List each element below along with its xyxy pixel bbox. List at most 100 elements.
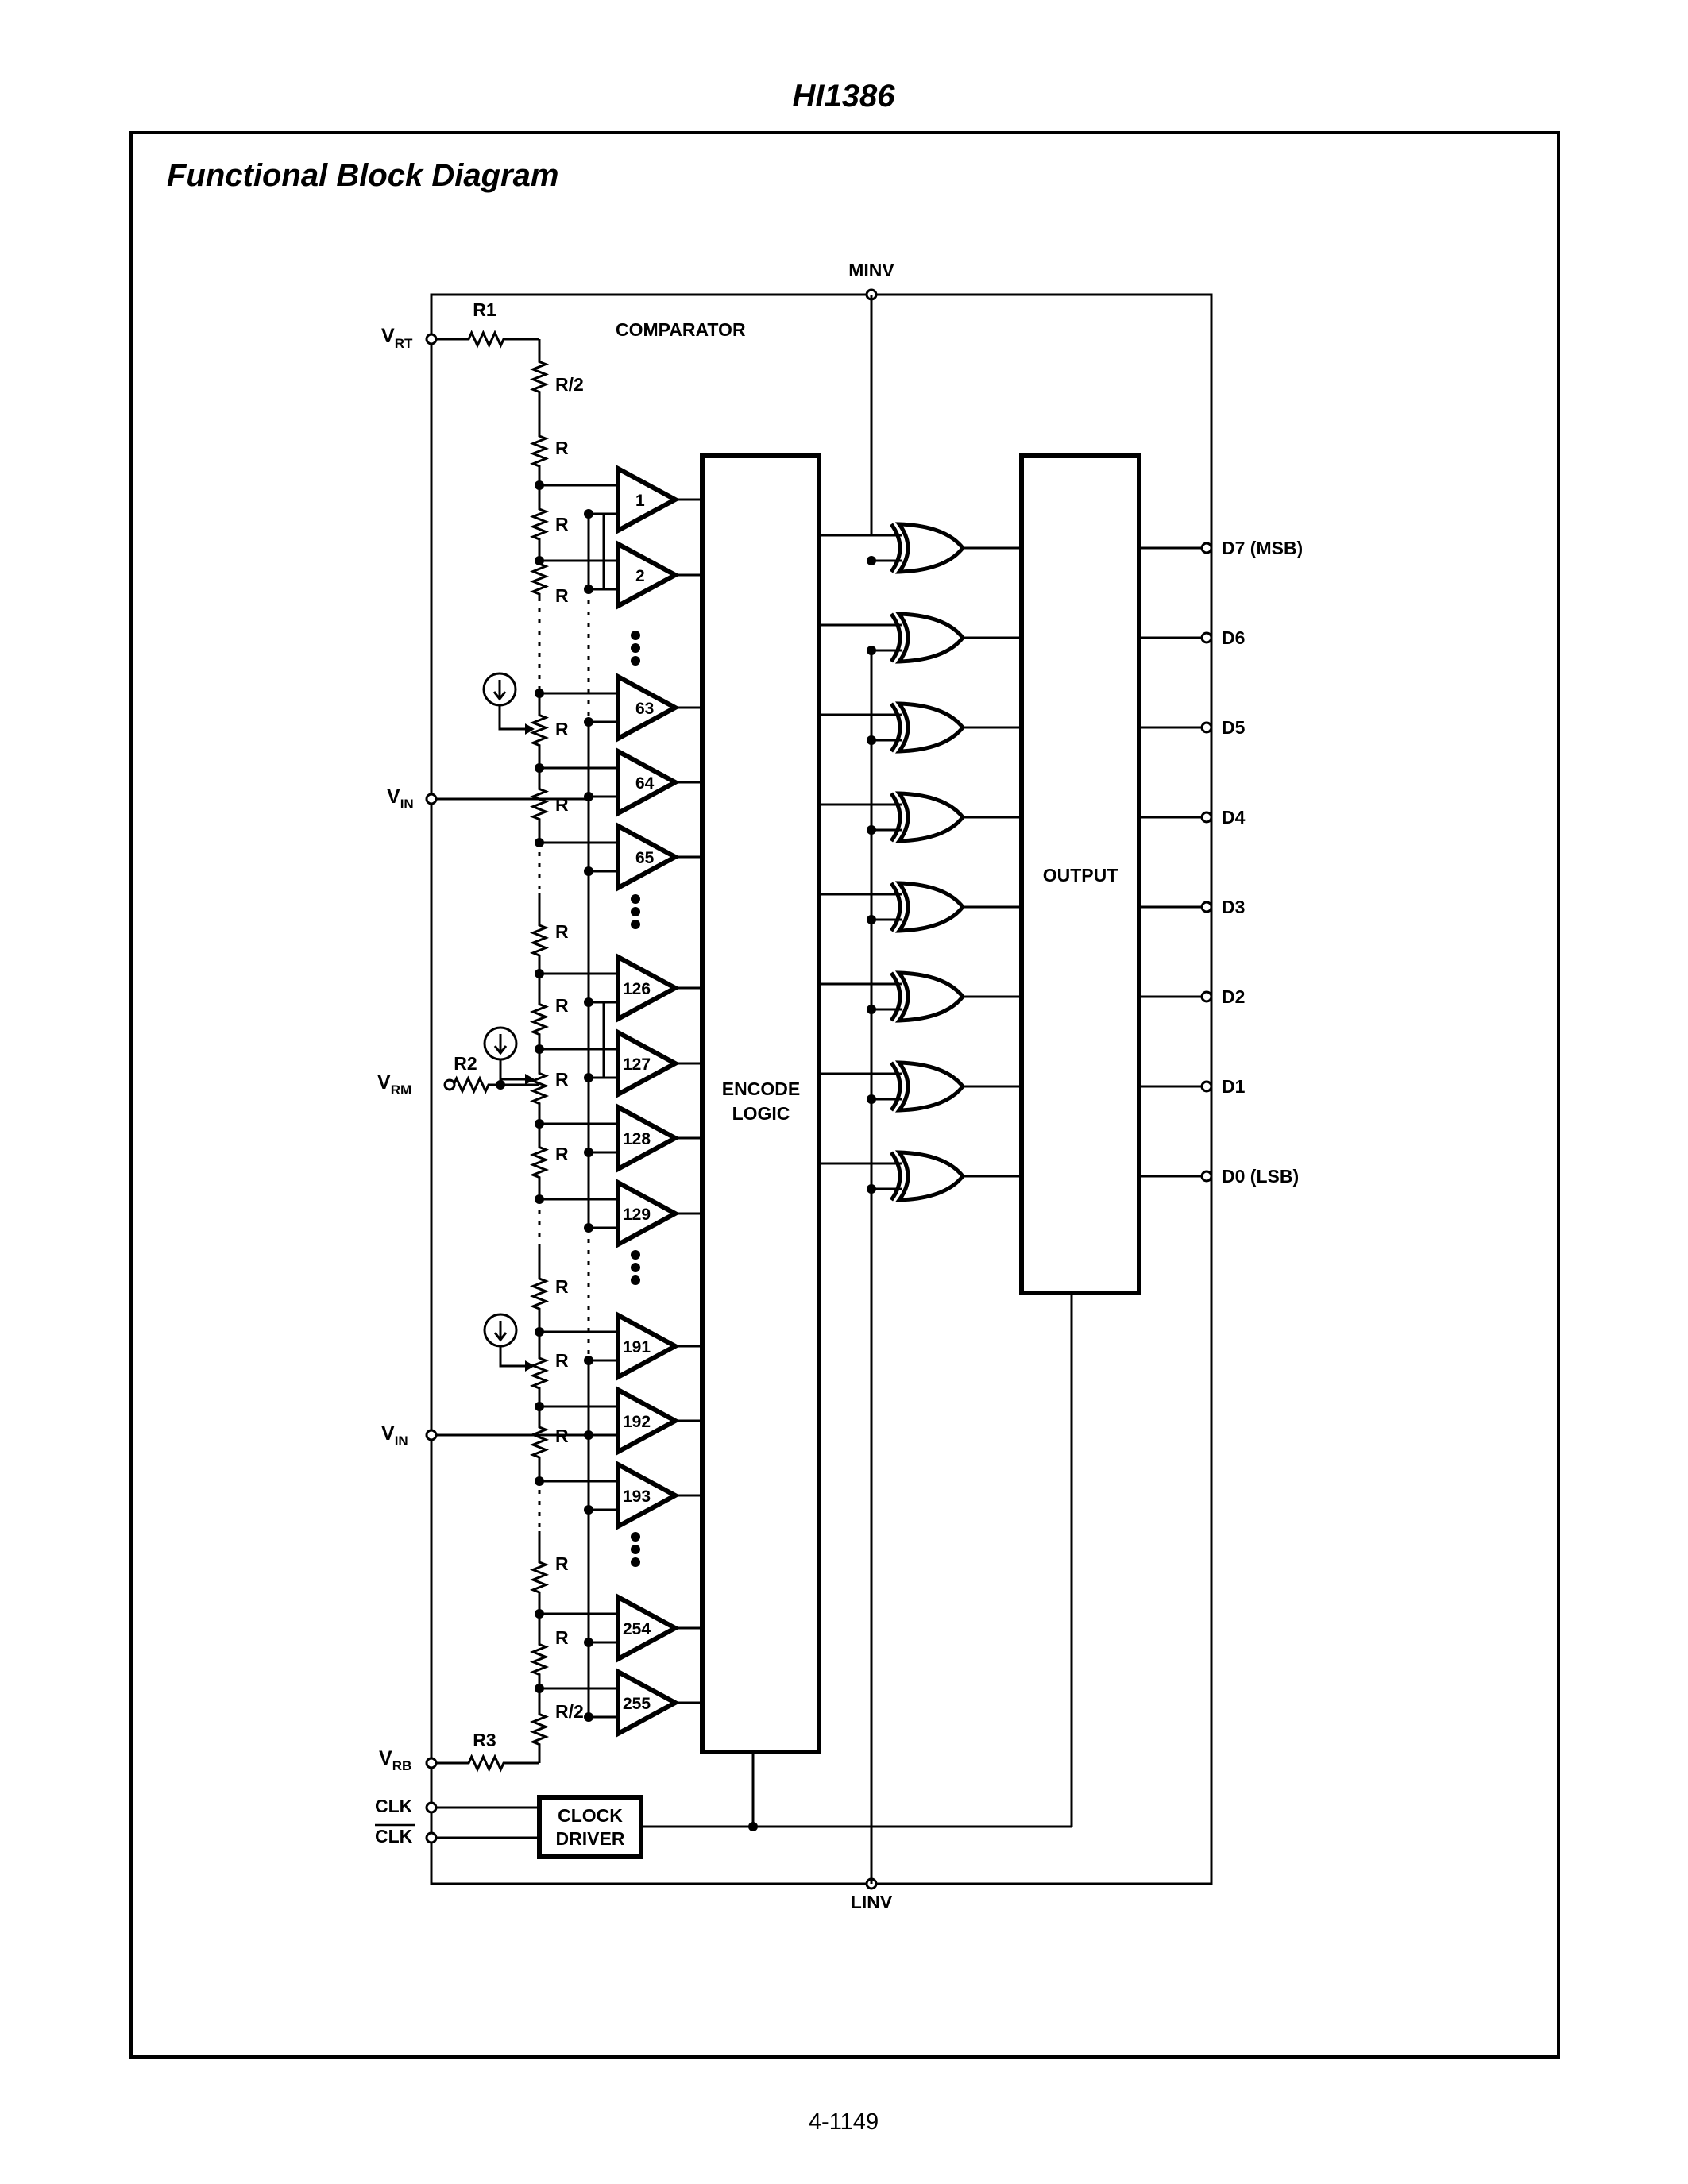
ellipsis-dot — [631, 1263, 640, 1272]
output-pin-circle — [1200, 1080, 1213, 1093]
vin-top-pin — [425, 793, 438, 805]
vin-bottom-pin — [425, 1429, 438, 1441]
current-source-icon — [483, 1313, 535, 1372]
comparator-128: 128 — [535, 1102, 702, 1174]
ladder-resistor — [529, 987, 550, 1051]
comparator-number: 128 — [623, 1130, 651, 1148]
resistor-label: R — [555, 1276, 569, 1297]
comparator-triangle — [616, 539, 681, 611]
comparator-191: 191 — [535, 1310, 702, 1382]
ladder-tap-dot — [535, 480, 544, 490]
linv-label: LINV — [851, 1892, 893, 1912]
signal-bus-dot — [584, 1356, 593, 1365]
xor-body — [894, 612, 966, 664]
comparator-triangle — [616, 672, 681, 743]
xor-gate-0 — [819, 522, 1022, 574]
xor-gate-5 — [819, 970, 1022, 1023]
signal-bus-dot — [584, 1430, 593, 1440]
ellipsis-dot — [631, 631, 640, 640]
comparator-triangle — [616, 952, 681, 1024]
ladder-resistor — [529, 767, 550, 841]
encode-logic-label-line1: ENCODE — [722, 1078, 800, 1099]
ellipsis-dot — [631, 1545, 640, 1554]
comparator-number: 127 — [623, 1055, 651, 1074]
output-pin-6: D1 — [1139, 1076, 1246, 1097]
ellipsis-dot — [631, 1532, 640, 1542]
ladder-tap-dot — [535, 556, 544, 565]
resistor-label: R — [555, 1627, 569, 1648]
signal-bus-dot — [584, 1223, 593, 1233]
comparator-label: COMPARATOR — [616, 319, 746, 340]
signal-bus-dot — [584, 717, 593, 727]
xor-back-curve — [889, 1061, 902, 1112]
resistor-label: R — [555, 438, 569, 458]
ladder-tap-dot — [535, 1684, 544, 1693]
vrm-pin — [443, 1078, 456, 1091]
comparator-2: 2 — [535, 539, 702, 611]
wiper-arrowhead — [525, 1074, 535, 1085]
comparator-number: 64 — [635, 774, 655, 793]
signal-bus-dot — [584, 792, 593, 801]
output-pin-3: D4 — [1139, 807, 1246, 828]
comparator-193: 193 — [535, 1460, 702, 1531]
ladder-resistor — [529, 1623, 550, 1696]
ladder-tap-dot — [535, 1609, 544, 1619]
clock-driver-label-line1: CLOCK — [558, 1805, 623, 1826]
output-pin-2: D5 — [1139, 717, 1246, 738]
comparator-triangle — [616, 747, 681, 818]
current-source-icon — [482, 672, 535, 735]
comparator-number: 65 — [635, 849, 655, 867]
minv-label: MINV — [848, 260, 894, 280]
signal-bus-dot — [584, 997, 593, 1007]
vrm-junction — [496, 1080, 505, 1090]
vin-top-label: VIN — [387, 785, 414, 812]
output-pin-circle — [1200, 542, 1213, 554]
ellipsis-dot — [631, 920, 640, 929]
signal-bus-dot — [584, 1505, 593, 1515]
ellipsis-dot — [631, 907, 640, 916]
resistor-label: R — [555, 995, 569, 1016]
xor-gate-7 — [819, 1150, 1022, 1202]
vrt-pin — [425, 333, 438, 345]
comparator-number: 193 — [623, 1488, 651, 1506]
ladder-tap-dot — [535, 1402, 544, 1411]
comparator-255: 255 — [535, 1667, 702, 1738]
signal-bus-dot — [584, 1638, 593, 1647]
clk-label: CLK — [375, 1796, 413, 1816]
comparator-triangle — [616, 1102, 681, 1174]
current-source-arrowhead — [493, 1045, 508, 1055]
ladder-tap-dot — [535, 838, 544, 847]
resistor-label: R/2 — [555, 1701, 584, 1722]
xor-bus-dot — [867, 1005, 876, 1014]
current-source-wire — [498, 705, 531, 731]
wiper-arrowhead — [525, 1360, 535, 1372]
xor-gate-6 — [819, 1060, 1022, 1113]
comparator-number: 192 — [623, 1413, 651, 1431]
xor-body — [894, 522, 966, 574]
ellipsis-dot — [631, 1250, 640, 1260]
clk-pin — [425, 1801, 438, 1814]
xor-bus-dot — [867, 646, 876, 655]
figure-title: Functional Block Diagram — [167, 158, 558, 193]
output-pin-label: D1 — [1222, 1076, 1246, 1097]
ladder-tap-dot — [535, 1476, 544, 1486]
output-pin-label: D5 — [1222, 717, 1246, 738]
ladder-resistor — [529, 1341, 550, 1406]
xor-gate-array — [819, 522, 1022, 1202]
comparator-number: 254 — [623, 1620, 651, 1638]
comparator-triangle — [616, 1385, 681, 1457]
r2-label: R2 — [454, 1053, 477, 1074]
output-pin-circle — [1200, 721, 1213, 734]
signal-bus-dot — [584, 1148, 593, 1157]
encode-logic-block — [700, 453, 821, 1754]
resistor-r2 — [450, 1075, 492, 1094]
comparator-254: 254 — [535, 1592, 702, 1664]
xor-gate-4 — [819, 881, 1022, 933]
output-pin-label: D0 (LSB) — [1222, 1166, 1299, 1187]
output-pin-label: D6 — [1222, 627, 1245, 648]
comparator-127: 127 — [535, 1028, 702, 1099]
xor-back-curve — [889, 612, 902, 663]
r3-label: R3 — [473, 1730, 496, 1750]
output-pin-circle — [1200, 811, 1213, 824]
clk-bar-pin — [425, 1831, 438, 1844]
